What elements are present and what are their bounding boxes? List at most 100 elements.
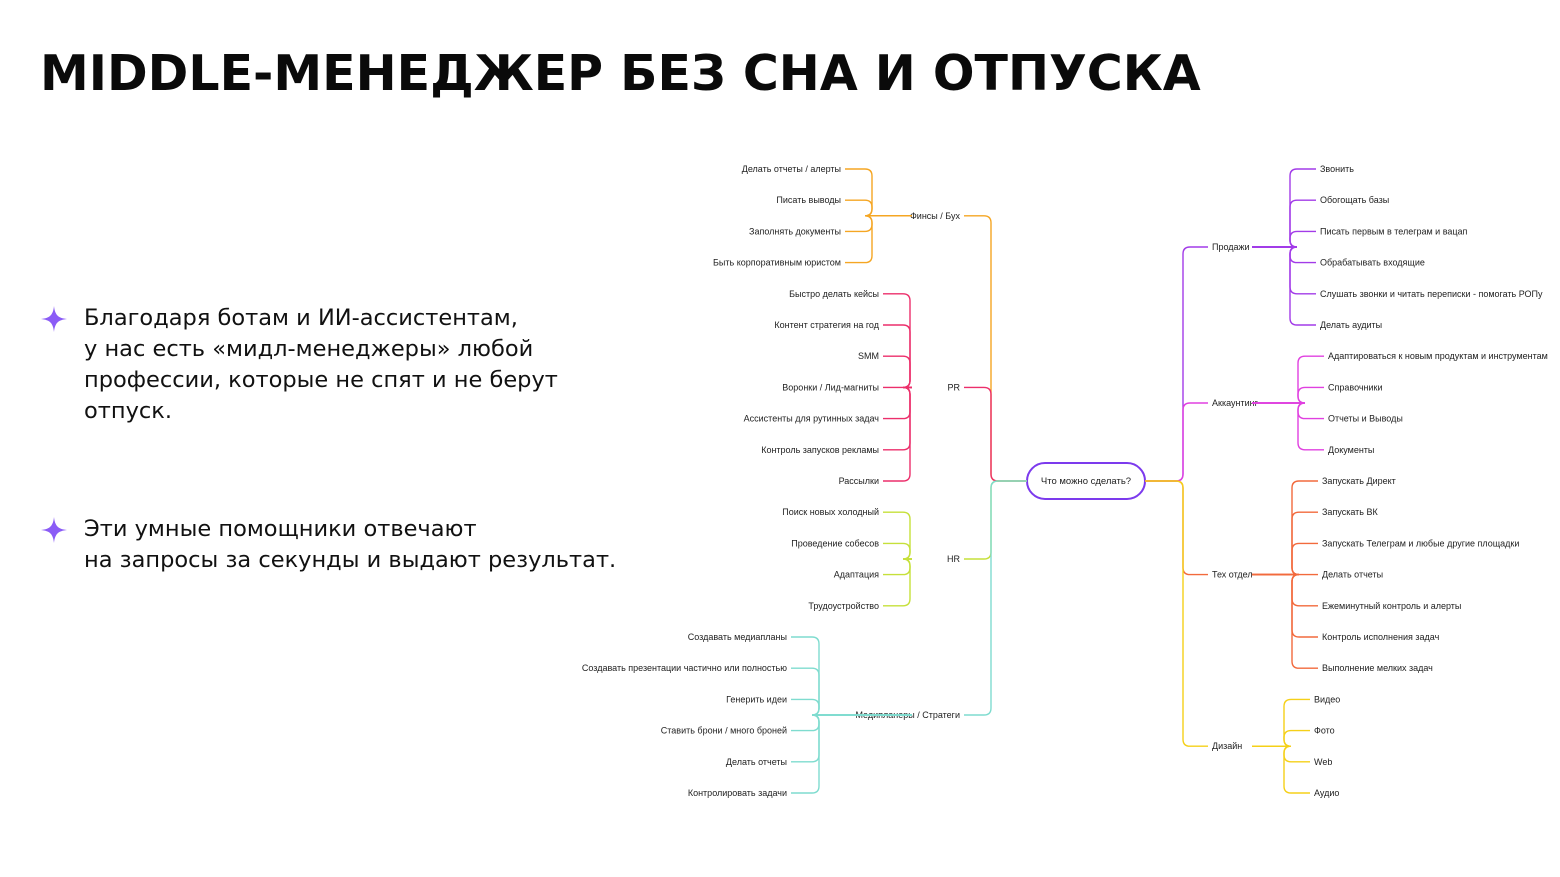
branch-connector	[1145, 480, 1208, 576]
leaf-label: Контроль запусков рекламы	[761, 445, 879, 455]
leaf-connector	[1252, 168, 1316, 248]
leaf-label: Запускать Директ	[1322, 476, 1396, 486]
leaf-connector	[791, 714, 912, 794]
leaf-connector	[1252, 745, 1310, 763]
leaf-connector	[883, 355, 912, 389]
branch-connector	[1145, 402, 1208, 482]
leaf-connector	[1252, 542, 1318, 576]
leaf-connector	[1252, 698, 1310, 747]
branch-label-тех-отдел: Тех отдел	[1212, 570, 1253, 580]
leaf-label: Ставить брони / много броней	[661, 726, 787, 736]
leaf-label: Рассылки	[839, 476, 879, 486]
leaf-label: Выполнение мелких задач	[1322, 663, 1433, 673]
leaf-connector	[883, 386, 912, 420]
leaf-connector	[1252, 246, 1316, 295]
leaf-label: Контролировать задачи	[688, 788, 787, 798]
leaf-label: Трудоустройство	[808, 601, 879, 611]
leaf-connector	[883, 511, 912, 560]
leaf-label: Отчеты и Выводы	[1328, 414, 1403, 424]
leaf-label: Адаптироваться к новым продуктам и инстр…	[1328, 351, 1548, 361]
leaf-connector	[845, 199, 912, 217]
leaf-connector	[1252, 573, 1318, 669]
leaf-connector	[883, 558, 912, 607]
leaf-label: Обогощать базы	[1320, 195, 1389, 205]
page-title: MIDDLE-МЕНЕДЖЕР БЕЗ СНА И ОТПУСКА	[40, 45, 1201, 102]
leaf-label: Ассистенты для рутинных задач	[744, 414, 880, 424]
leaf-label: Быть корпоративным юристом	[713, 258, 841, 268]
leaf-label: Фото	[1314, 726, 1335, 736]
leaf-connector	[1252, 402, 1324, 420]
branch-connector	[964, 215, 1027, 482]
leaf-connector	[1252, 729, 1310, 747]
leaf-label: Видео	[1314, 694, 1340, 704]
leaf-label: Писать выводы	[776, 195, 841, 205]
sparkle-icon	[41, 306, 67, 332]
branch-label-финсы-бух: Финсы / Бух	[910, 211, 961, 221]
leaf-connector	[883, 558, 912, 576]
branch-connector	[964, 386, 1027, 482]
leaf-label: Писать первым в телеграм и вацап	[1320, 226, 1468, 236]
leaf-connector	[845, 168, 912, 217]
branch-connector	[964, 480, 1027, 560]
leaf-label: Запускать Телеграм и любые другие площад…	[1322, 538, 1519, 548]
branch-label-аккаунтинг: Аккаунтинг	[1212, 398, 1259, 408]
bullet-text: Эти умные помощники отвечают на запросы …	[84, 516, 617, 573]
leaf-label: Делать отчеты	[1322, 570, 1383, 580]
leaf-connector	[791, 667, 912, 716]
leaf-label: Слушать звонки и читать переписки - помо…	[1320, 289, 1543, 299]
leaf-label: Создавать медиапланы	[688, 632, 787, 642]
leaf-label: Аудио	[1314, 788, 1339, 798]
leaf-connector	[1252, 246, 1316, 264]
leaf-label: Делать отчеты / алерты	[742, 164, 841, 174]
leaf-label: Контент стратегия на год	[774, 320, 879, 330]
branch-label-pr: PR	[947, 382, 960, 392]
bullet-bots: Благодаря ботам и ИИ-ассистентам, у нас …	[40, 303, 558, 427]
leaf-label: Генерить идеи	[726, 694, 787, 704]
bullet-assistants: Эти умные помощники отвечают на запросы …	[40, 514, 616, 576]
leaf-label: Проведение собесов	[791, 538, 879, 548]
branch-label-дизайн: Дизайн	[1212, 741, 1242, 751]
leaf-connector	[1252, 246, 1316, 326]
sparkle-icon	[41, 517, 67, 543]
leaf-label: Справочники	[1328, 382, 1383, 392]
leaf-connector	[883, 386, 912, 482]
leaf-label: Обрабатывать входящие	[1320, 258, 1425, 268]
leaf-connector	[1252, 480, 1318, 576]
leaf-label: Запускать ВК	[1322, 507, 1378, 517]
leaf-label: SMM	[858, 351, 879, 361]
leaf-connector	[1252, 745, 1310, 794]
leaf-label: Создавать презентации частично или полно…	[582, 663, 787, 673]
leaf-label: Web	[1314, 757, 1332, 767]
branch-label-продажи: Продажи	[1212, 242, 1250, 252]
leaf-connector	[1252, 199, 1316, 248]
branch-connector	[1145, 246, 1208, 482]
leaf-connector	[1252, 355, 1324, 404]
leaf-connector	[791, 636, 912, 716]
leaf-connector	[883, 542, 912, 560]
leaf-label: Воронки / Лид-магниты	[782, 382, 879, 392]
leaf-label: Поиск новых холодный	[782, 507, 879, 517]
leaf-label: Заполнять документы	[749, 226, 841, 236]
leaf-label: Ежеминутный контроль и алерты	[1322, 601, 1461, 611]
branch-connector	[1145, 480, 1208, 747]
leaf-connector	[845, 215, 912, 264]
leaf-label: Быстро делать кейсы	[789, 289, 879, 299]
bullet-text: Благодаря ботам и ИИ-ассистентам, у нас …	[84, 305, 558, 424]
leaf-label: Документы	[1328, 445, 1374, 455]
leaf-connector	[883, 293, 912, 389]
leaf-connector	[845, 215, 912, 233]
center-node-label: Что можно сделать?	[1041, 476, 1131, 487]
branch-label-hr: HR	[947, 554, 960, 564]
leaf-label: Звонить	[1320, 164, 1354, 174]
leaf-connector	[1252, 573, 1318, 607]
leaf-connector	[1252, 402, 1324, 451]
leaf-label: Адаптация	[834, 570, 879, 580]
leaf-label: Делать аудиты	[1320, 320, 1382, 330]
leaf-connector	[1252, 386, 1324, 404]
branch-connector	[964, 480, 1027, 716]
leaf-label: Делать отчеты	[726, 757, 787, 767]
leaf-label: Контроль исполнения задач	[1322, 632, 1440, 642]
leaf-connector	[791, 714, 912, 763]
leaf-connector	[1252, 230, 1316, 248]
